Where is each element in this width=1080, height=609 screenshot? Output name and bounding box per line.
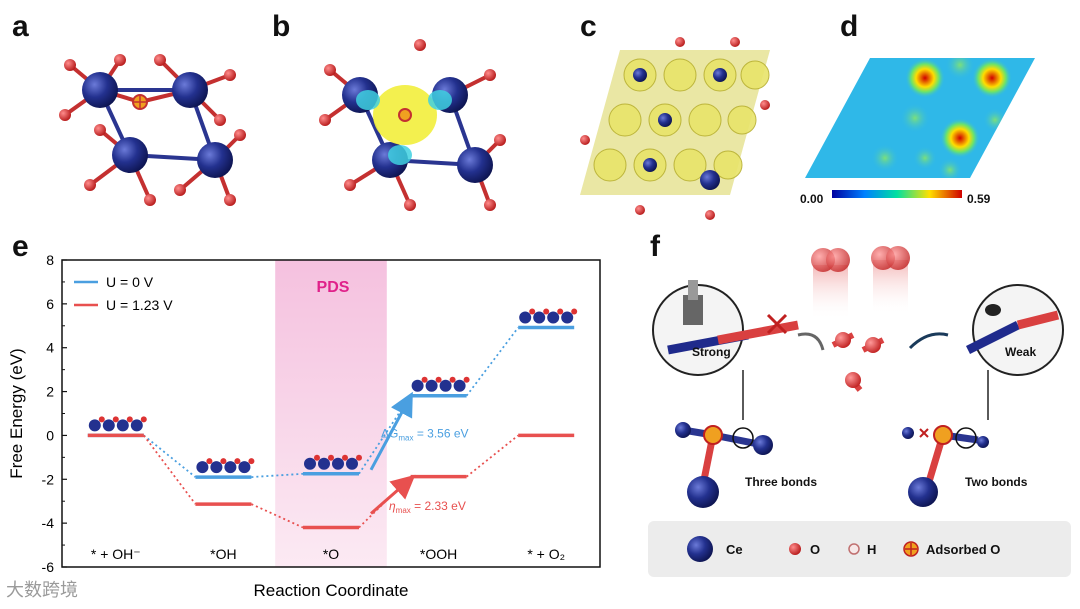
watermark: 大数跨境 [6,580,78,601]
h-atom-icon [848,543,860,555]
slab-icon [88,416,147,432]
x-category-label: *OH [210,546,236,562]
ce-atom-icon [687,536,713,562]
x-category-label: * + O₂ [527,546,565,562]
panel-label-b: b [272,10,291,43]
y-tick-label: 4 [46,340,54,356]
legend-label-1: U = 1.23 V [106,297,173,313]
legend-label-h: H [867,542,877,557]
connector-u123 [466,434,519,478]
y-tick-label: -4 [42,515,55,531]
legend-label-0: U = 0 V [106,274,154,290]
pds-label: PDS [317,279,350,296]
x-axis-label: Reaction Coordinate [254,581,409,600]
y-tick-label: 2 [46,384,54,400]
y-tick-label: 8 [46,252,54,268]
slab-icon [411,376,470,392]
three-bonds-label: Three bonds [745,475,818,489]
panel-label-c: c [580,10,597,43]
panel-label-a: a [12,10,29,43]
connector-u0 [358,395,412,475]
panel-f-schematic [652,246,1064,508]
o-atom-icon [789,543,801,555]
panel-d-elf-map [805,58,1035,198]
annotation-dg: ΔGmax = 3.56 eV [381,426,469,442]
y-axis-label: Free Energy (eV) [7,348,26,478]
pds-arrow-u0 [369,391,413,471]
pds-highlight [275,260,387,567]
panel-a-structure [59,54,246,206]
y-tick-label: 6 [46,296,54,312]
panel-label-e: e [12,230,29,263]
panel-c-top-view [580,37,770,220]
connector-u0 [251,472,304,478]
panel-b-charge-density [319,39,506,211]
weak-label: Weak [1005,345,1037,359]
panel-label-d: d [840,10,859,43]
legend-label-adsorbed-o: Adsorbed O [926,542,1001,557]
colorbar-max: 0.59 [967,192,991,206]
slab-icon [519,308,578,324]
annotation-eta: ηmax = 2.33 eV [389,499,466,515]
slab-icon [196,458,255,474]
y-tick-label: -6 [42,559,55,575]
connector-u0 [465,326,519,397]
connector-u0 [143,434,196,478]
connector-u123 [143,434,197,505]
x-category-label: *OOH [420,546,457,562]
y-tick-label: -2 [42,471,55,487]
strong-label: Strong [692,345,731,359]
colorbar-min: 0.00 [800,192,824,206]
atom-legend: Ce O H Adsorbed O [648,521,1071,577]
x-category-label: * + OH⁻ [91,546,141,562]
y-tick-label: 0 [46,427,54,443]
x-category-label: *O [323,546,339,562]
slab-icon [304,454,362,470]
legend-label-o: O [810,542,821,557]
pds-arrow-u123 [370,474,416,515]
legend-label-ce: Ce [726,542,743,557]
two-bonds-label: Two bonds [965,475,1028,489]
adsorbed-o-icon [903,541,919,557]
panel-label-f: f [650,230,660,263]
